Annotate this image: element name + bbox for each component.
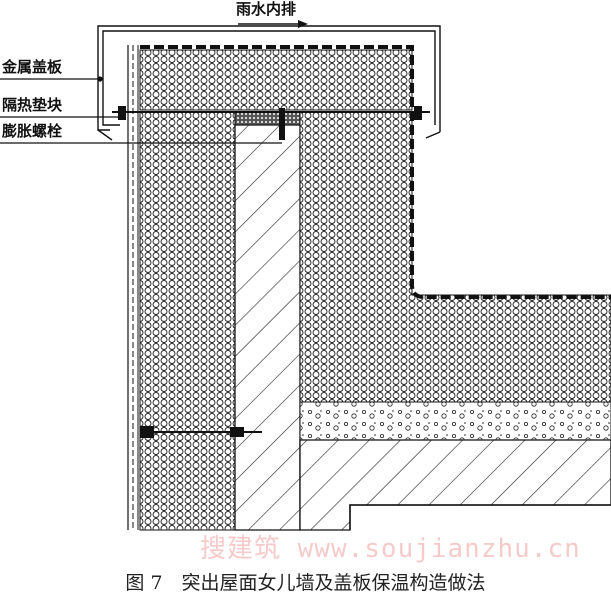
- top-insulation: [139, 49, 413, 111]
- label-rain-drain: 雨水内排: [236, 0, 297, 18]
- label-expansion-bolt: 膨胀螺栓: [2, 122, 63, 140]
- watermark: 搜建筑 www.soujianzhu.cn: [200, 534, 581, 564]
- screed-layer: [299, 401, 611, 441]
- outer-wall-insulation: [139, 111, 236, 531]
- waterproof-membrane: [140, 45, 611, 299]
- parapet-cap: [234, 111, 301, 126]
- label-metal-cover: 金属盖板: [2, 58, 63, 76]
- outer-plaster-layer: [127, 45, 139, 530]
- rain-drain-arrow-icon: [238, 20, 308, 28]
- label-insulating-pad: 隔热垫块: [2, 96, 63, 114]
- inner-insulation: [299, 111, 611, 403]
- leader-lines: [0, 76, 282, 144]
- parapet-concrete: [234, 124, 301, 531]
- roof-slab: [299, 439, 611, 531]
- insulating-pad: [118, 106, 126, 120]
- metal-cover-plate: [97, 25, 441, 141]
- figure-caption: 图 7 突出屋面女儿墙及盖板保温构造做法: [125, 572, 486, 594]
- expansion-bolt: [279, 108, 285, 140]
